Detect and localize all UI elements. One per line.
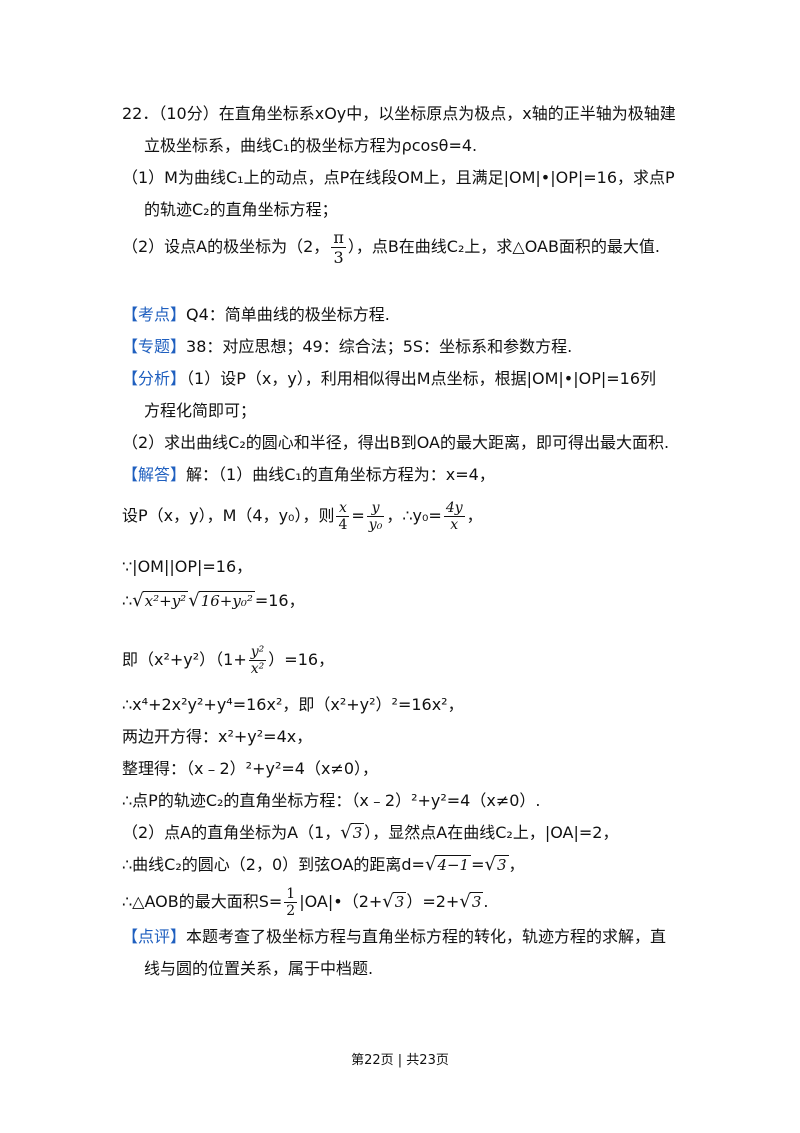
jieda-text-1: 解：（1）曲线C₁的直角坐标方程为：x=4， (186, 465, 495, 484)
step-2: ∵|OM||OP|=16， (122, 557, 253, 576)
fenxi-line-3: （2）求出曲线C₂的圆心和半径，得出B到OA的最大距离，即可得出最大面积. (122, 433, 670, 452)
problem-line-1: 22．（10分）在直角坐标系xOy中，以坐标原点为极点，x轴的正半轴为极轴建 (122, 104, 676, 123)
step-11-mid-2: ）=2+ (406, 892, 460, 911)
fraction-denominator: 4 (336, 516, 350, 533)
radicand-2: 16+y₀² (198, 591, 255, 610)
equals-sign: = (471, 855, 485, 874)
jieda-tag: 【解答】 (122, 465, 187, 484)
radical-sign: √ (484, 854, 496, 875)
radical-sign: √ (424, 854, 437, 875)
step-9: （2）点A的直角坐标为A（1，√3），显然点A在曲线C₂上，|OA|=2， (122, 822, 618, 844)
radicand: 3 (469, 892, 484, 911)
fraction-numerator: y (371, 500, 380, 516)
dianping-line-1: 【点评】本题考查了极坐标方程与直角坐标方程的转化，轨迹方程的求解，直 (122, 926, 666, 948)
fenxi-line-1: 【分析】（1）设P（x，y），利用相似得出M点坐标，根据|OM|•|OP|=16… (122, 368, 656, 390)
fraction-denominator: y₀ (366, 516, 385, 533)
therefore-sign: ∴ (122, 591, 133, 610)
step-10-end: ， (508, 855, 525, 874)
fraction-numerator: y² (250, 644, 265, 660)
radical-sign: √ (340, 822, 352, 843)
problem-line-2: 立极坐标系，曲线C₁的极坐标方程为ρcosθ=4. (144, 136, 478, 155)
fraction-numerator: x (338, 500, 347, 516)
question-1-line-1: （1）M为曲线C₁上的动点，点P在线段OM上，且满足|OM|•|OP|=16，求… (122, 168, 675, 187)
dianping-line-2: 线与圆的位置关系，属于中档题. (144, 959, 374, 978)
fraction-denominator: x (443, 516, 465, 533)
question-1-line-2: 的轨迹C₂的直角坐标方程； (144, 200, 338, 219)
radicand: 3 (392, 892, 407, 911)
step-10: ∴曲线C₂的圆心（2，0）到弦OA的距离d=√4−1=√3， (122, 854, 525, 876)
step-1-prefix: 设P（x，y），M（4，y₀），则 (122, 506, 335, 525)
fenxi-line-2: 方程化简即可； (144, 401, 257, 420)
radical-sign: √ (188, 590, 200, 611)
step-9-prefix: （2）点A的直角坐标为A（1， (122, 823, 341, 842)
step-11-end: . (483, 892, 489, 911)
radical-sign: √ (382, 891, 394, 912)
fraction-numerator: π (333, 228, 344, 247)
step-4-prefix: 即（x²+y²）（1+ (122, 650, 247, 669)
fraction-denominator: x² (248, 660, 267, 677)
step-7: 整理得：（x﹣2）²+y²=4（x≠0）， (122, 759, 378, 778)
radicand: 3 (350, 823, 365, 842)
zhuanti-line: 【专题】38：对应思想；49：综合法；5S：坐标系和参数方程. (122, 336, 572, 358)
question-2-prefix: （2）设点A的极坐标为（2， (122, 237, 330, 256)
kaodian-line: 【考点】Q4：简单曲线的极坐标方程. (122, 304, 390, 326)
radicand-1: x²+y² (142, 591, 189, 610)
zhuanti-tag: 【专题】 (122, 337, 187, 356)
step-5: ∴x⁴+2x²y²+y⁴=16x²，即（x²+y²）²=16x²， (122, 695, 464, 714)
equals-sign: = (351, 506, 365, 525)
radicand: 3 (494, 855, 509, 874)
fraction-denominator: 3 (331, 247, 346, 267)
step-1-mid: ，∴y₀= (386, 506, 442, 525)
step-11-prefix: ∴△AOB的最大面积S= (122, 892, 283, 911)
radical-sign: √ (459, 891, 471, 912)
dianping-text-1: 本题考查了极坐标方程与直角坐标方程的转化，轨迹方程的求解，直 (186, 927, 667, 946)
step-1-end: ， (466, 506, 483, 525)
jieda-line-1: 【解答】解：（1）曲线C₁的直角坐标方程为：x=4， (122, 464, 495, 486)
step-9-end: ），显然点A在曲线C₂上，|OA|=2， (364, 823, 619, 842)
step-8: ∴点P的轨迹C₂的直角坐标方程：（x﹣2）²+y²=4（x≠0）. (122, 791, 541, 810)
fraction-numerator: 1 (286, 886, 296, 902)
step-11-mid: |OA|•（2+ (299, 892, 383, 911)
question-2-suffix: ），点B在曲线C₂上，求△OAB面积的最大值. (347, 237, 661, 256)
step-3: ∴√x²+y²√16+y₀²=16， (122, 590, 305, 612)
kaodian-text: Q4：简单曲线的极坐标方程. (186, 305, 390, 324)
step-6: 两边开方得：x²+y²=4x， (122, 727, 313, 746)
step-3-end: =16， (254, 591, 305, 610)
fenxi-tag: 【分析】 (122, 369, 187, 388)
radicand: 4−1 (435, 855, 472, 874)
fraction-denominator: 2 (284, 902, 298, 919)
zhuanti-text: 38：对应思想；49：综合法；5S：坐标系和参数方程. (186, 337, 573, 356)
fenxi-text-1: （1）设P（x，y），利用相似得出M点坐标，根据|OM|•|OP|=16列 (186, 369, 656, 388)
dianping-tag: 【点评】 (122, 927, 187, 946)
step-10-prefix: ∴曲线C₂的圆心（2，0）到弦OA的距离d= (122, 855, 425, 874)
radical-sign: √ (132, 590, 144, 611)
fraction-numerator: 4y (445, 500, 463, 516)
kaodian-tag: 【考点】 (122, 305, 187, 324)
step-4-end: ）=16， (268, 650, 335, 669)
page-footer: 第22页 | 共23页 (351, 1053, 449, 1068)
